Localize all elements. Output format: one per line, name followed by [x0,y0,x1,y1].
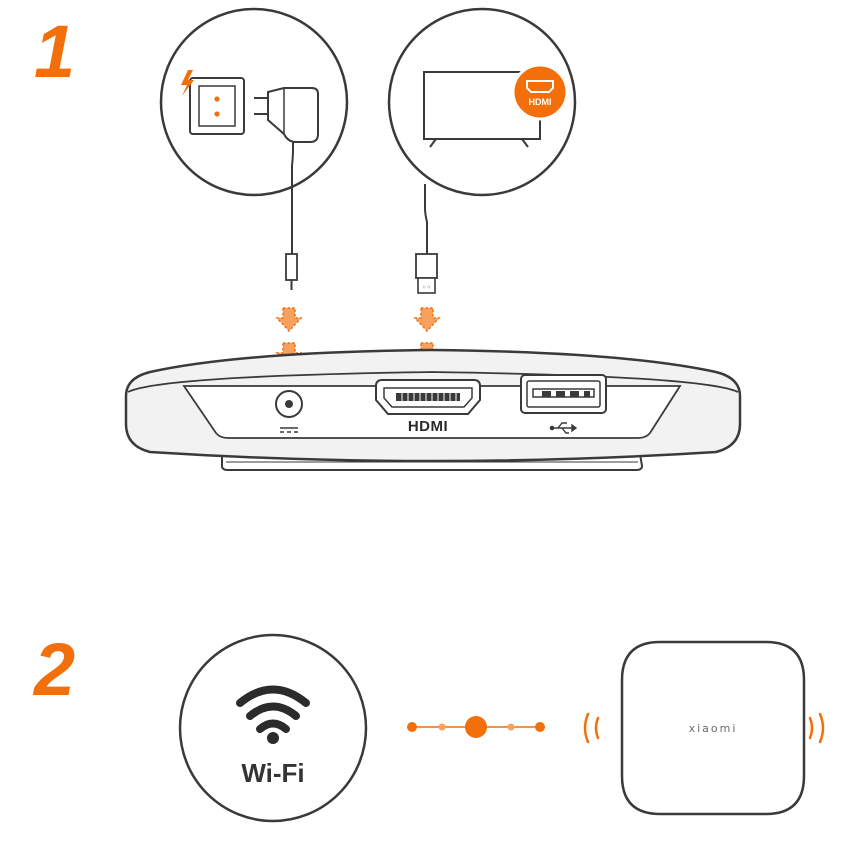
wifi-label: Wi-Fi [241,758,304,788]
signal-waves-right-icon [810,714,823,742]
arrow-down-icon [277,308,301,331]
barrel-plug [286,254,297,280]
tv-callout: HDMI [389,9,575,195]
step-2-number: 2 [32,628,75,711]
arrow-down-icon [415,308,439,331]
signal-waves-left-icon [585,714,598,742]
usb-port [521,375,606,413]
smart-hub-device: xiaomi [622,642,804,814]
hdmi-cable [425,184,427,256]
hdmi-plug [416,254,437,278]
svg-text:◦◦: ◦◦ [422,283,431,292]
step-1-number: 1 [34,10,75,93]
connection-indicator [407,716,545,738]
hdmi-port [376,380,480,414]
power-outlet-callout [161,9,347,195]
device-brand-label: xiaomi [689,722,738,735]
device-rear-panel: HDMI [126,350,740,470]
power-cable [292,142,293,256]
hdmi-port-label: HDMI [408,418,448,435]
wifi-callout: Wi-Fi [180,635,366,821]
tv-hdmi-badge-label: HDMI [529,97,552,107]
